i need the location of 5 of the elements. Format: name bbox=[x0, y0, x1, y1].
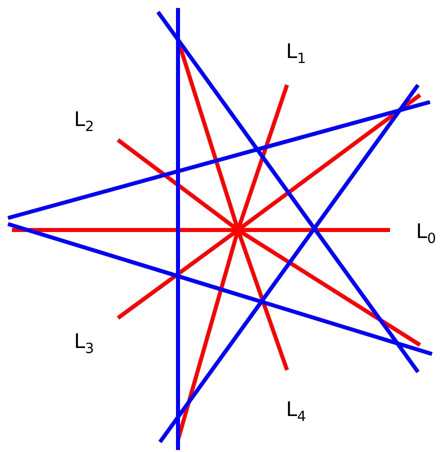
line-label: L$_{4}$ bbox=[286, 398, 306, 427]
line-label: L$_{2}$ bbox=[74, 108, 94, 137]
line-label: L$_{0}$ bbox=[416, 220, 436, 249]
line-label: L$_{3}$ bbox=[74, 330, 94, 359]
line-label: L$_{1}$ bbox=[286, 40, 306, 69]
